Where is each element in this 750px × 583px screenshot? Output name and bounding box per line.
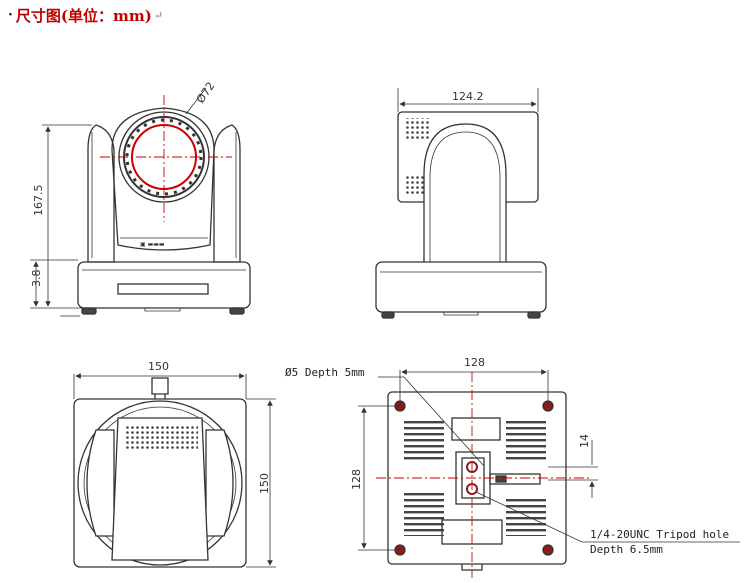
- dim-height-bottom: 128: [350, 469, 363, 490]
- bottom-view: [387, 391, 567, 571]
- page-title: 尺寸图(单位：mm): [15, 6, 152, 25]
- tripod-note-line1: 1/4-20UNC Tripod hole: [590, 528, 729, 541]
- top-view: [73, 377, 247, 568]
- bullet: ·: [8, 7, 13, 23]
- return-mark: ↵: [153, 8, 164, 22]
- top-connector: [151, 377, 169, 399]
- svg-text:▣ ▬▬▬: ▣ ▬▬▬: [140, 241, 165, 248]
- screw-br: [542, 544, 554, 556]
- dim-offset-bottom: 14: [578, 434, 591, 448]
- top-left-arm: [86, 429, 115, 537]
- top-outer-circle: [77, 400, 243, 566]
- bottom-vent-tr: [506, 420, 546, 462]
- top-head: [111, 417, 209, 561]
- front-base-slot: [117, 283, 209, 295]
- hole-leader: [378, 376, 485, 467]
- front-base: [77, 261, 251, 309]
- dim-height-front: 167.5: [32, 185, 45, 217]
- bottom-vent-bl: [404, 492, 444, 536]
- top-vent: [124, 424, 198, 450]
- dim-depth-side: 124.2: [452, 90, 484, 103]
- dim-width-bottom: 128: [464, 356, 485, 369]
- bottom-vent-tl: [404, 420, 444, 462]
- side-arm: [423, 123, 507, 262]
- switch-slot: [489, 473, 541, 485]
- top-right-arm: [205, 429, 234, 537]
- side-base: [375, 261, 547, 313]
- side-vent-top: [404, 118, 430, 140]
- hole-note: Ø5 Depth 5mm: [285, 366, 365, 379]
- tripod-note-line2: Depth 6.5mm: [590, 543, 663, 556]
- bottom-label-area: [451, 417, 501, 441]
- side-view: [375, 111, 547, 319]
- dim-base-front: 3.8: [30, 270, 43, 288]
- dim-width-top: 150: [148, 360, 169, 373]
- lens-leader: [185, 87, 207, 115]
- dim-height-top: 150: [258, 473, 271, 494]
- tripod-leader: [475, 491, 740, 543]
- header: · 尺寸图(单位：mm) ↵: [8, 4, 163, 26]
- top-base-square: [73, 398, 247, 568]
- front-head: [111, 107, 215, 251]
- dim-lens-diameter: Ø72: [194, 80, 218, 106]
- side-vent-bottom: [404, 176, 424, 196]
